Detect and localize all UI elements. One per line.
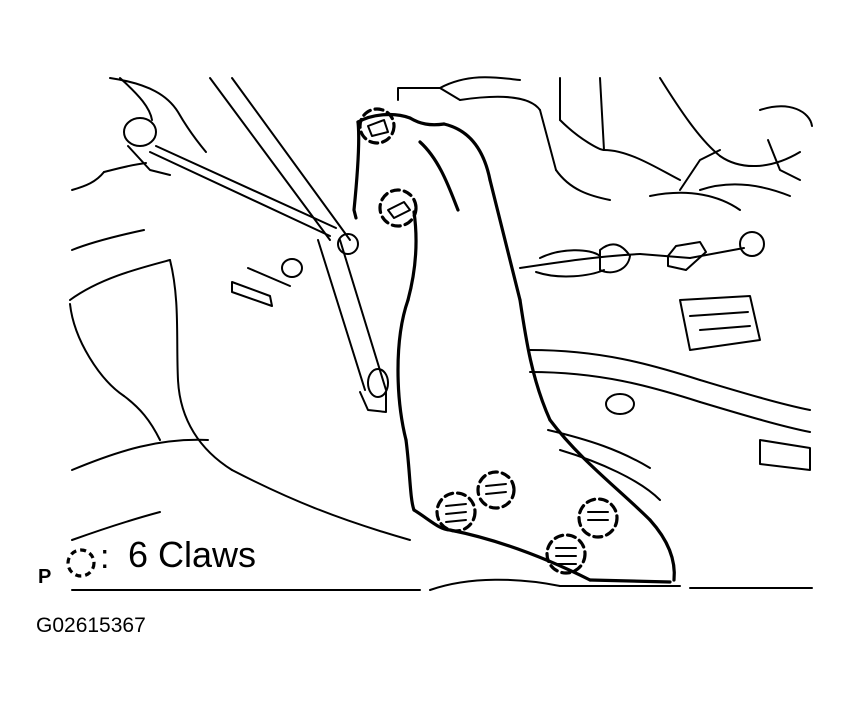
- claw-details: [367, 119, 609, 565]
- claw-markers: [358, 107, 619, 575]
- dashed-circle-icon: [66, 548, 96, 578]
- legend-label: 6 Claws: [128, 534, 257, 575]
- claw-marker-2: [378, 188, 418, 228]
- legend-marker-letter: P: [38, 566, 52, 588]
- figure-id: G02615367: [36, 614, 146, 637]
- claw-marker-6: [545, 533, 587, 575]
- claw-marker-1: [358, 107, 396, 145]
- cover-panel-outline: [352, 112, 676, 584]
- legend-separator: :: [100, 538, 110, 576]
- claw-marker-3: [476, 470, 516, 510]
- background-assembly: [69, 76, 813, 591]
- claw-marker-5: [577, 497, 619, 539]
- claw-marker-4: [435, 491, 477, 533]
